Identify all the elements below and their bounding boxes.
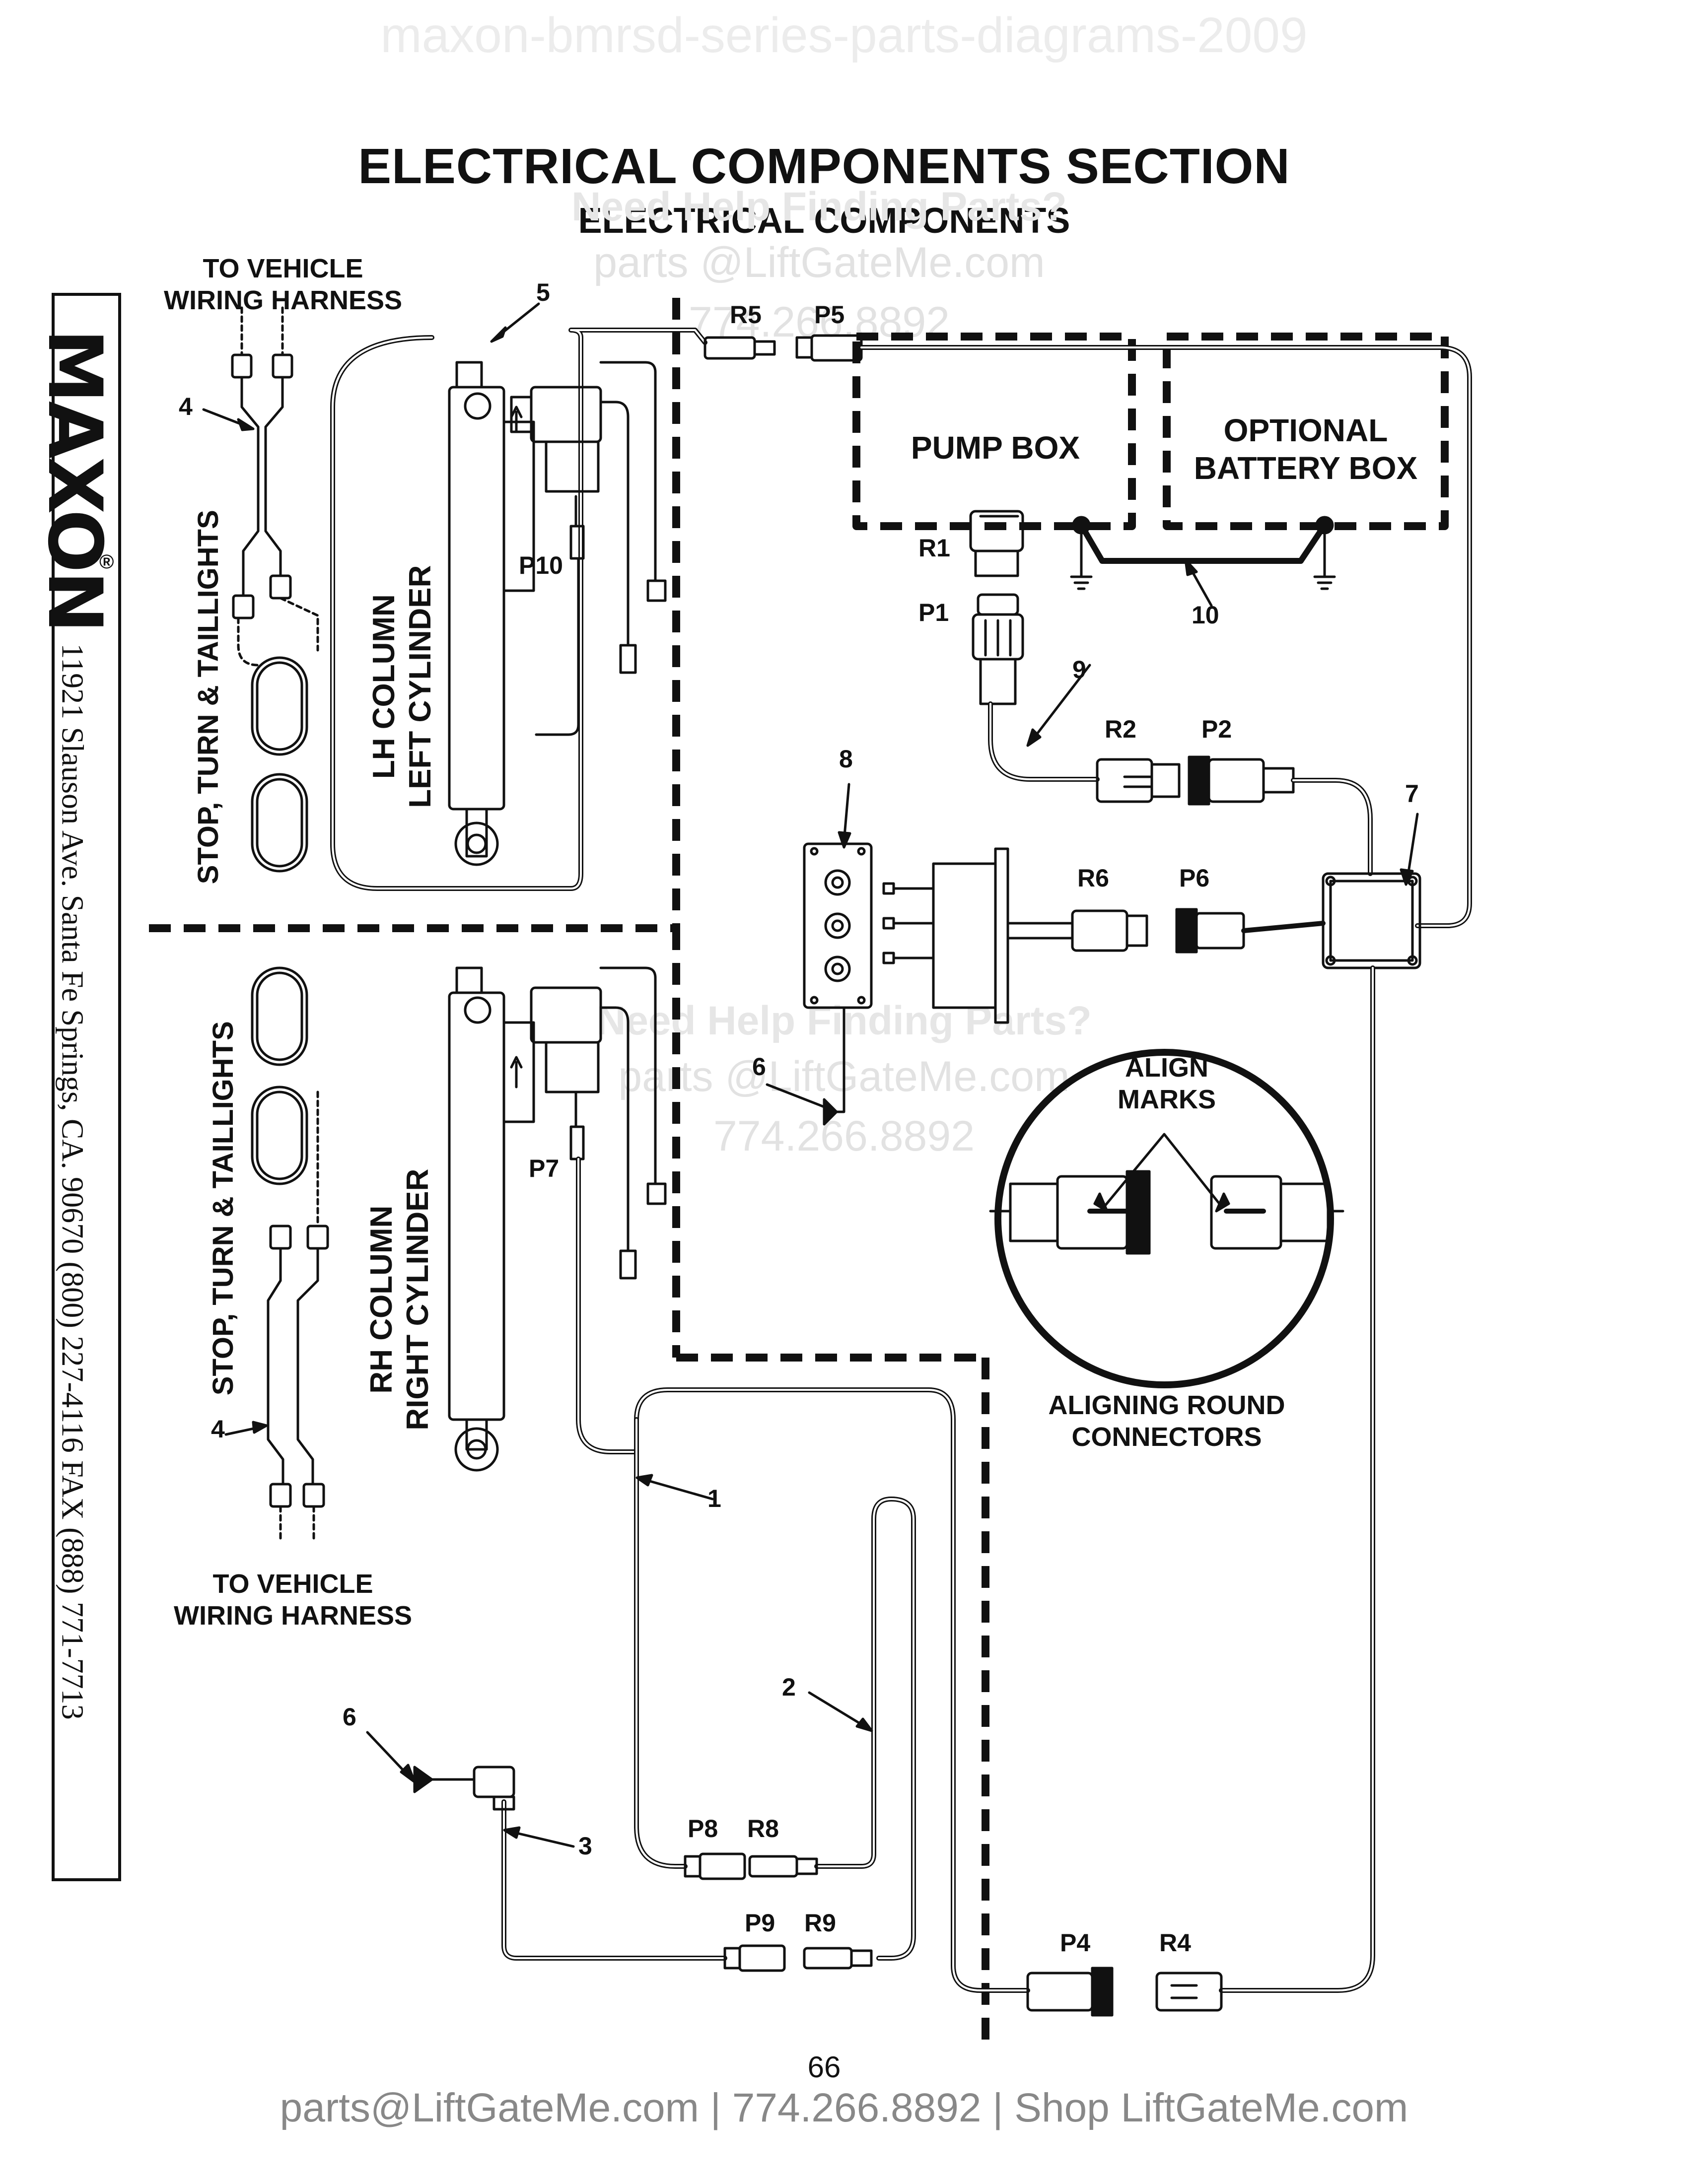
r9-connector (803, 1947, 873, 1970)
label-r6: R6 (1077, 864, 1109, 892)
ground-6-lower (413, 1766, 515, 1811)
pump-box (852, 333, 1136, 530)
callout-8: 8 (839, 745, 853, 773)
p4-connector (1026, 1967, 1114, 2017)
label-p2: P2 (1201, 715, 1232, 743)
page-title: ELECTRICAL COMPONENTS SECTION (358, 138, 1290, 194)
callout-2: 2 (782, 1673, 796, 1701)
callout-4-bottom: 4 (211, 1415, 225, 1443)
label-r9: R9 (804, 1909, 836, 1937)
callout-1: 1 (707, 1485, 721, 1512)
label-rh-column: RH COLUMN RIGHT CYLINDER (364, 1168, 435, 1431)
callout-9: 9 (1072, 656, 1086, 683)
label-p4: P4 (1060, 1929, 1091, 1957)
callout-3: 3 (578, 1832, 592, 1860)
label-p8: P8 (688, 1815, 718, 1843)
power-module-7 (1322, 872, 1421, 969)
r5-connector (703, 336, 776, 360)
label-r4: R4 (1159, 1929, 1191, 1957)
label-r8: R8 (747, 1815, 779, 1843)
label-stop-turn-top: STOP, TURN & TAILLIGHTS (192, 510, 224, 885)
cable-9 (988, 701, 1100, 782)
p1-connector (972, 593, 1024, 705)
callout-7: 7 (1405, 780, 1419, 808)
lh-cylinder (448, 361, 667, 866)
label-aligning-round-connectors: ALIGNING ROUND CONNECTORS (1048, 1390, 1285, 1452)
watermark-email-top: parts @LiftGateMe.com (593, 239, 1045, 286)
sidebar-frame (52, 293, 121, 1881)
page-number: 66 (807, 2050, 841, 2084)
label-r5: R5 (730, 301, 762, 329)
harness-4-bottom (251, 966, 329, 1540)
label-r2: R2 (1105, 715, 1136, 743)
section-boundaries (149, 298, 989, 2045)
p9-connector (723, 1944, 786, 1972)
p5-connector (795, 334, 863, 362)
p6-connector (1175, 908, 1245, 954)
label-stop-turn-bottom: STOP, TURN & TAILLIGHTS (207, 1021, 239, 1396)
rh-cylinder (448, 966, 667, 1472)
cable-1 (576, 1157, 1030, 1993)
footer-contact: parts@LiftGateMe.com | 774.266.8892 | Sh… (280, 2085, 1408, 2130)
r2-connector (1096, 758, 1181, 803)
ground-6-upper (823, 1098, 838, 1126)
label-r1: R1 (918, 534, 950, 562)
label-p10: P10 (519, 551, 563, 579)
r6-connector (1071, 909, 1148, 952)
label-optional-battery-box: OPTIONAL BATTERY BOX (1194, 412, 1418, 486)
callout-6-lower: 6 (343, 1703, 356, 1731)
label-p5: P5 (814, 301, 845, 329)
aligning-round-connectors-detail (989, 1049, 1344, 1388)
label-p6: P6 (1179, 864, 1210, 892)
battery-box (1163, 333, 1449, 530)
label-pump-box: PUMP BOX (911, 430, 1080, 466)
label-to-vehicle-bottom: TO VEHICLE WIRING HARNESS (173, 1569, 412, 1631)
watermark-help-top: Need Help Finding Parts? (571, 184, 1067, 229)
label-to-vehicle-top: TO VEHICLE WIRING HARNESS (163, 254, 402, 315)
label-p9: P9 (745, 1909, 775, 1937)
registered-mark: ® (99, 551, 114, 573)
r8-connector (748, 1855, 818, 1878)
cable-p2-module (1291, 778, 1373, 876)
callout-5: 5 (536, 278, 550, 306)
page-subtitle: ELECTRICAL COMPONENTS (578, 201, 1070, 241)
label-p1: P1 (918, 599, 949, 626)
p8-connector (684, 1852, 746, 1880)
cable-switch-ground (835, 1006, 845, 1113)
callout-6-upper: 6 (752, 1053, 766, 1081)
harness-4-top (231, 306, 319, 873)
ground-cable-10 (1078, 522, 1328, 564)
label-lh-column: LH COLUMN LEFT CYLINDER (366, 565, 437, 808)
switch-panel-8 (803, 842, 873, 1009)
label-p7: P7 (529, 1155, 560, 1182)
ground-symbols (1070, 516, 1336, 590)
callout-10: 10 (1192, 601, 1219, 629)
watermark-top: maxon-bmrsd-series-parts-diagrams-2009 (380, 7, 1308, 63)
callout-4-top: 4 (179, 393, 193, 420)
r1-connector (969, 510, 1024, 577)
switch-body (882, 847, 1074, 1024)
watermark-phone-mid: 774.266.8892 (713, 1112, 975, 1160)
callout-arrows (202, 302, 1419, 1848)
label-align-marks: ALIGN MARKS (1118, 1053, 1216, 1114)
p2-connector (1188, 755, 1295, 806)
r4-connector (1155, 1972, 1223, 2012)
cable-p6-module (1241, 921, 1326, 933)
